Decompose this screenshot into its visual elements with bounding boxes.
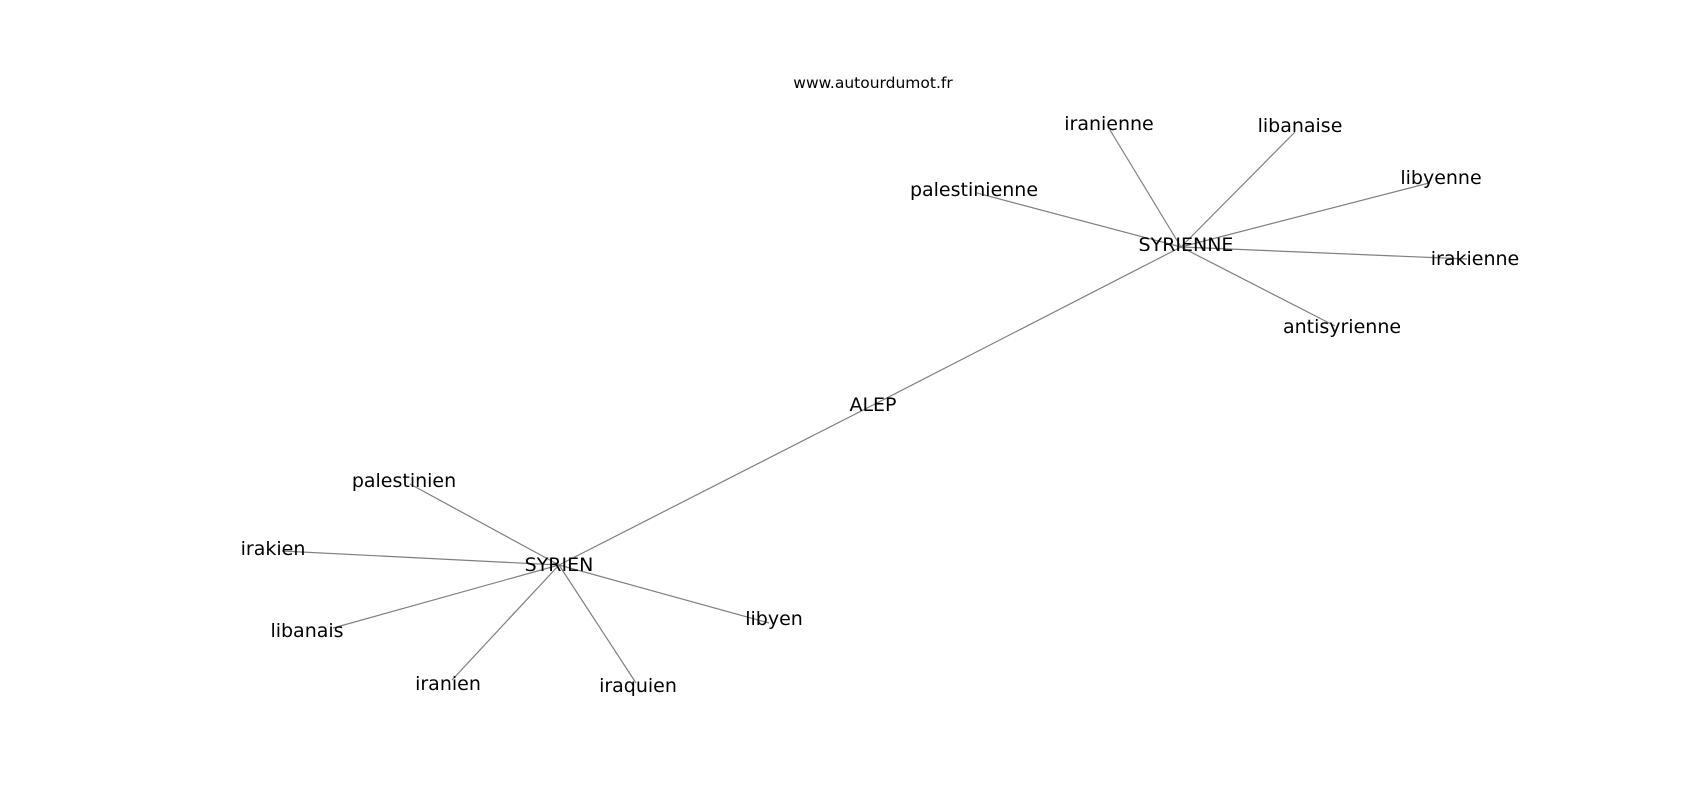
node-label-iranienne[interactable]: iranienne xyxy=(1064,113,1154,135)
edge-syrienne-libyenne xyxy=(1180,182,1430,248)
edge-layer xyxy=(281,129,1468,684)
node-label-alep[interactable]: ALEP xyxy=(849,394,896,416)
node-label-irakien[interactable]: irakien xyxy=(241,538,306,560)
edge-syrien-iranien xyxy=(451,564,560,681)
node-label-libanaise[interactable]: libanaise xyxy=(1258,115,1343,137)
node-label-libyenne[interactable]: libyenne xyxy=(1400,167,1481,189)
node-label-iraquien[interactable]: iraquien xyxy=(599,675,677,697)
node-label-palestinien[interactable]: palestinien xyxy=(352,470,456,492)
node-label-libyen[interactable]: libyen xyxy=(745,608,803,630)
edge-syrienne-irakienne xyxy=(1180,246,1468,260)
node-label-libanais[interactable]: libanais xyxy=(270,620,343,642)
node-label-syrienne[interactable]: SYRIENNE xyxy=(1139,234,1234,256)
node-layer: ALEP SYRIENNE SYRIEN iranienne libanaise pale… xyxy=(241,113,1520,697)
edge-syrien-irakien xyxy=(281,550,560,566)
edge-alep-syrien xyxy=(558,404,874,566)
edge-syrien-palestinien xyxy=(409,483,560,566)
edge-syrien-libyen xyxy=(558,564,770,624)
edge-syrienne-palestinienne xyxy=(976,192,1182,248)
node-label-iranien[interactable]: iranien xyxy=(415,673,481,695)
watermark-text: www.autourdumot.fr xyxy=(793,74,953,92)
edge-syrien-iraquien xyxy=(558,564,637,684)
edge-syrienne-libanaise xyxy=(1180,131,1296,248)
node-label-palestinienne[interactable]: palestinienne xyxy=(910,179,1038,201)
edge-syrien-libanais xyxy=(332,564,560,629)
edge-syrienne-iranienne xyxy=(1109,129,1182,248)
edge-alep-syrienne xyxy=(872,246,1182,406)
node-label-irakienne[interactable]: irakienne xyxy=(1431,248,1519,270)
edge-syrienne-antisyrienne xyxy=(1180,246,1336,327)
node-label-antisyrienne[interactable]: antisyrienne xyxy=(1283,316,1401,338)
node-label-syrien[interactable]: SYRIEN xyxy=(525,554,594,576)
